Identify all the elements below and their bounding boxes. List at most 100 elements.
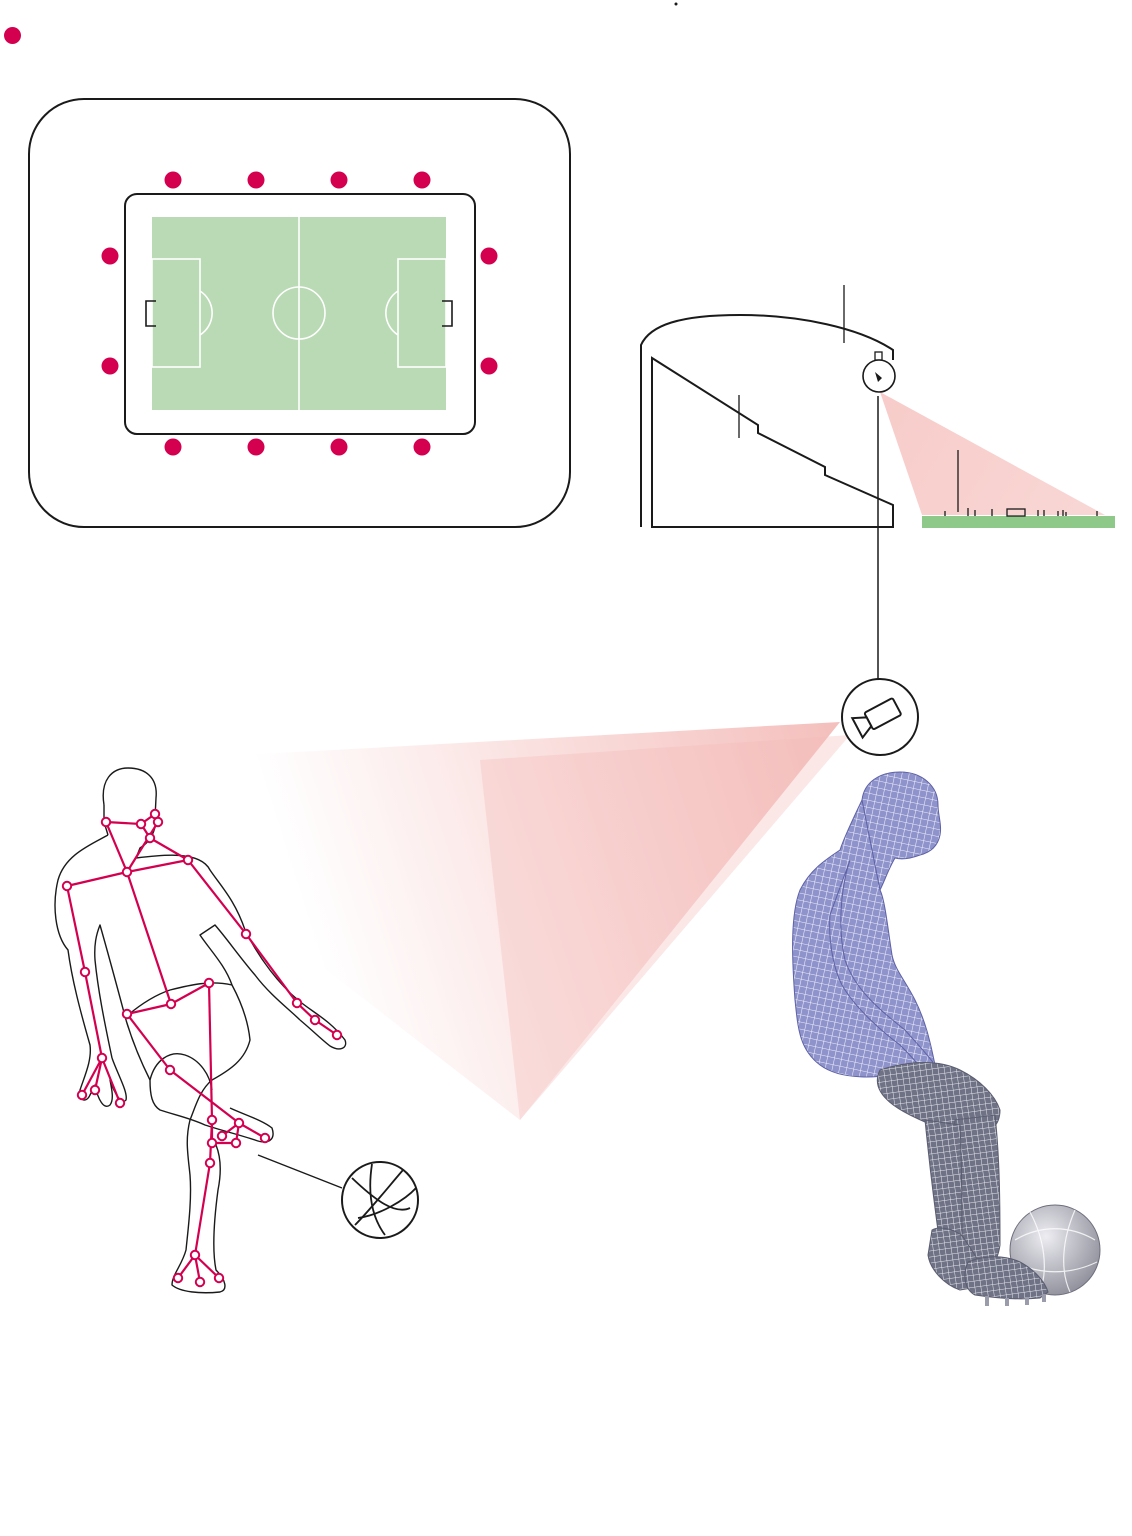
skeleton-bone-10: [65, 885, 87, 973]
camera-position-dot-12: [413, 438, 431, 456]
skeleton-bone-13: [93, 1057, 104, 1091]
skeleton-joint-shL: [61, 880, 73, 892]
skeleton-joint-wrL: [96, 1052, 108, 1064]
camera-position-dot-1: [164, 171, 182, 189]
player-kicking-leg-outline: [125, 1019, 274, 1143]
skeleton-bone-16: [245, 933, 298, 1004]
skeleton-joint-handL2: [89, 1084, 101, 1096]
section-camera-icon: [862, 351, 896, 393]
skeleton-joint-hipC: [165, 998, 177, 1010]
right-penalty-arc: [385, 290, 399, 336]
section-pitch: [922, 516, 1115, 528]
skeleton-joint-elL: [79, 966, 91, 978]
player-shorts-outline: [149, 1053, 213, 1091]
skeleton-bone-27: [207, 982, 214, 1121]
left-penalty-area: [151, 258, 201, 368]
plan-camera-dots: [101, 171, 498, 456]
camera-position-dot-8: [480, 357, 498, 375]
skeleton-bone-14: [100, 1057, 122, 1104]
skeleton-joint-ankle2: [204, 1157, 216, 1169]
skeleton-joint-headL: [100, 816, 112, 828]
section-camera-cone: [880, 392, 1105, 515]
skeleton-bone-7: [149, 837, 189, 861]
skeleton-joint-elR: [240, 928, 252, 940]
skeleton-joint-hipR: [203, 977, 215, 989]
skeleton-joint-handL1: [76, 1089, 88, 1101]
right-goal: [442, 300, 453, 327]
camera-position-dot-9: [164, 438, 182, 456]
section-pitch-players: [944, 508, 1098, 517]
skeleton-joint-wrR: [291, 997, 303, 1009]
ball-callout-line: [257, 1154, 343, 1189]
football-icon: [341, 1161, 419, 1239]
skeleton-joint-footL1: [230, 1137, 242, 1149]
camera-position-dot-3: [330, 171, 348, 189]
skeleton-joint-handR1: [309, 1014, 321, 1026]
skeleton-joint-footL2: [216, 1130, 228, 1142]
skeleton-bone-5: [126, 821, 159, 873]
skeleton-bone-11: [83, 971, 104, 1059]
skeleton-bone-23: [169, 1069, 240, 1124]
skeleton-joint-hipL: [121, 1008, 133, 1020]
skeleton-joint-heelS: [172, 1272, 184, 1284]
stand-roof: [640, 313, 894, 527]
center-circle: [272, 286, 326, 340]
stadium-section: [640, 285, 1115, 680]
stadium-plan: [28, 98, 571, 528]
skeleton-bone-1: [105, 820, 142, 826]
skeleton-joint-ankR: [206, 1137, 218, 1149]
stadium-outline: [28, 98, 571, 528]
skeleton-bone-9: [126, 858, 189, 874]
right-penalty-area: [397, 258, 447, 368]
skeleton-bone-12: [81, 1057, 103, 1096]
skeleton-bone-4: [104, 821, 129, 873]
skeleton-joint-shR: [182, 854, 194, 866]
skeleton-joint-toeS1: [194, 1276, 206, 1288]
skeleton-joint-toeL: [259, 1132, 271, 1144]
skeleton-joint-headR: [135, 818, 147, 830]
skeleton-joint-chin: [144, 832, 156, 844]
skeleton-bone-20: [126, 1002, 172, 1016]
camera-position-dot-5: [101, 247, 119, 265]
skeleton-joint-ankS: [189, 1249, 201, 1261]
player-forearm-outline: [199, 924, 301, 1021]
skeleton-bone-29: [193, 1162, 212, 1256]
top-dot: [674, 2, 678, 6]
camera-view-cone-inner: [480, 735, 850, 1120]
skeleton-bone-19: [125, 871, 173, 1005]
camera-position-dot-4: [413, 171, 431, 189]
video-camera-icon: [841, 678, 919, 756]
wireframe-mesh-icon: [792, 771, 1101, 1306]
left-goal: [145, 300, 156, 327]
player-standing-leg-outline: [171, 984, 251, 1294]
skeleton-joint-kneeR: [206, 1114, 218, 1126]
camera-position-dot-2: [247, 171, 265, 189]
camera-position-dot-11: [330, 438, 348, 456]
camera-position-dot-10: [247, 438, 265, 456]
skeleton-joint-ankL: [233, 1117, 245, 1129]
left-penalty-arc: [199, 290, 213, 336]
stand-inner-outline: [124, 193, 476, 435]
stand-tiers: [651, 356, 894, 528]
goal-boxes: [145, 300, 453, 327]
camera-position-dot-7: [101, 357, 119, 375]
pitch-markings: [151, 217, 447, 410]
skeleton-joint-kneeL: [164, 1064, 176, 1076]
skeleton-joint-headB: [152, 816, 164, 828]
skeleton-joint-handR2: [331, 1029, 343, 1041]
skeleton-bone-15: [187, 859, 247, 935]
skeleton-bone-21: [170, 982, 210, 1005]
skeleton-joint-neck: [121, 866, 133, 878]
player-torso-side: [94, 924, 127, 1059]
skeleton: [61, 808, 343, 1288]
camera-position-dot-6: [480, 247, 498, 265]
legend-red-dot-icon: [4, 27, 21, 44]
skeleton-joint-toeS2: [213, 1272, 225, 1284]
camera-view-cone: [62, 722, 840, 1120]
skeleton-joint-handL3: [114, 1097, 126, 1109]
skeleton-bone-32: [194, 1254, 220, 1279]
skeleton-bone-22: [126, 1013, 171, 1071]
skeleton-bone-8: [66, 870, 128, 888]
